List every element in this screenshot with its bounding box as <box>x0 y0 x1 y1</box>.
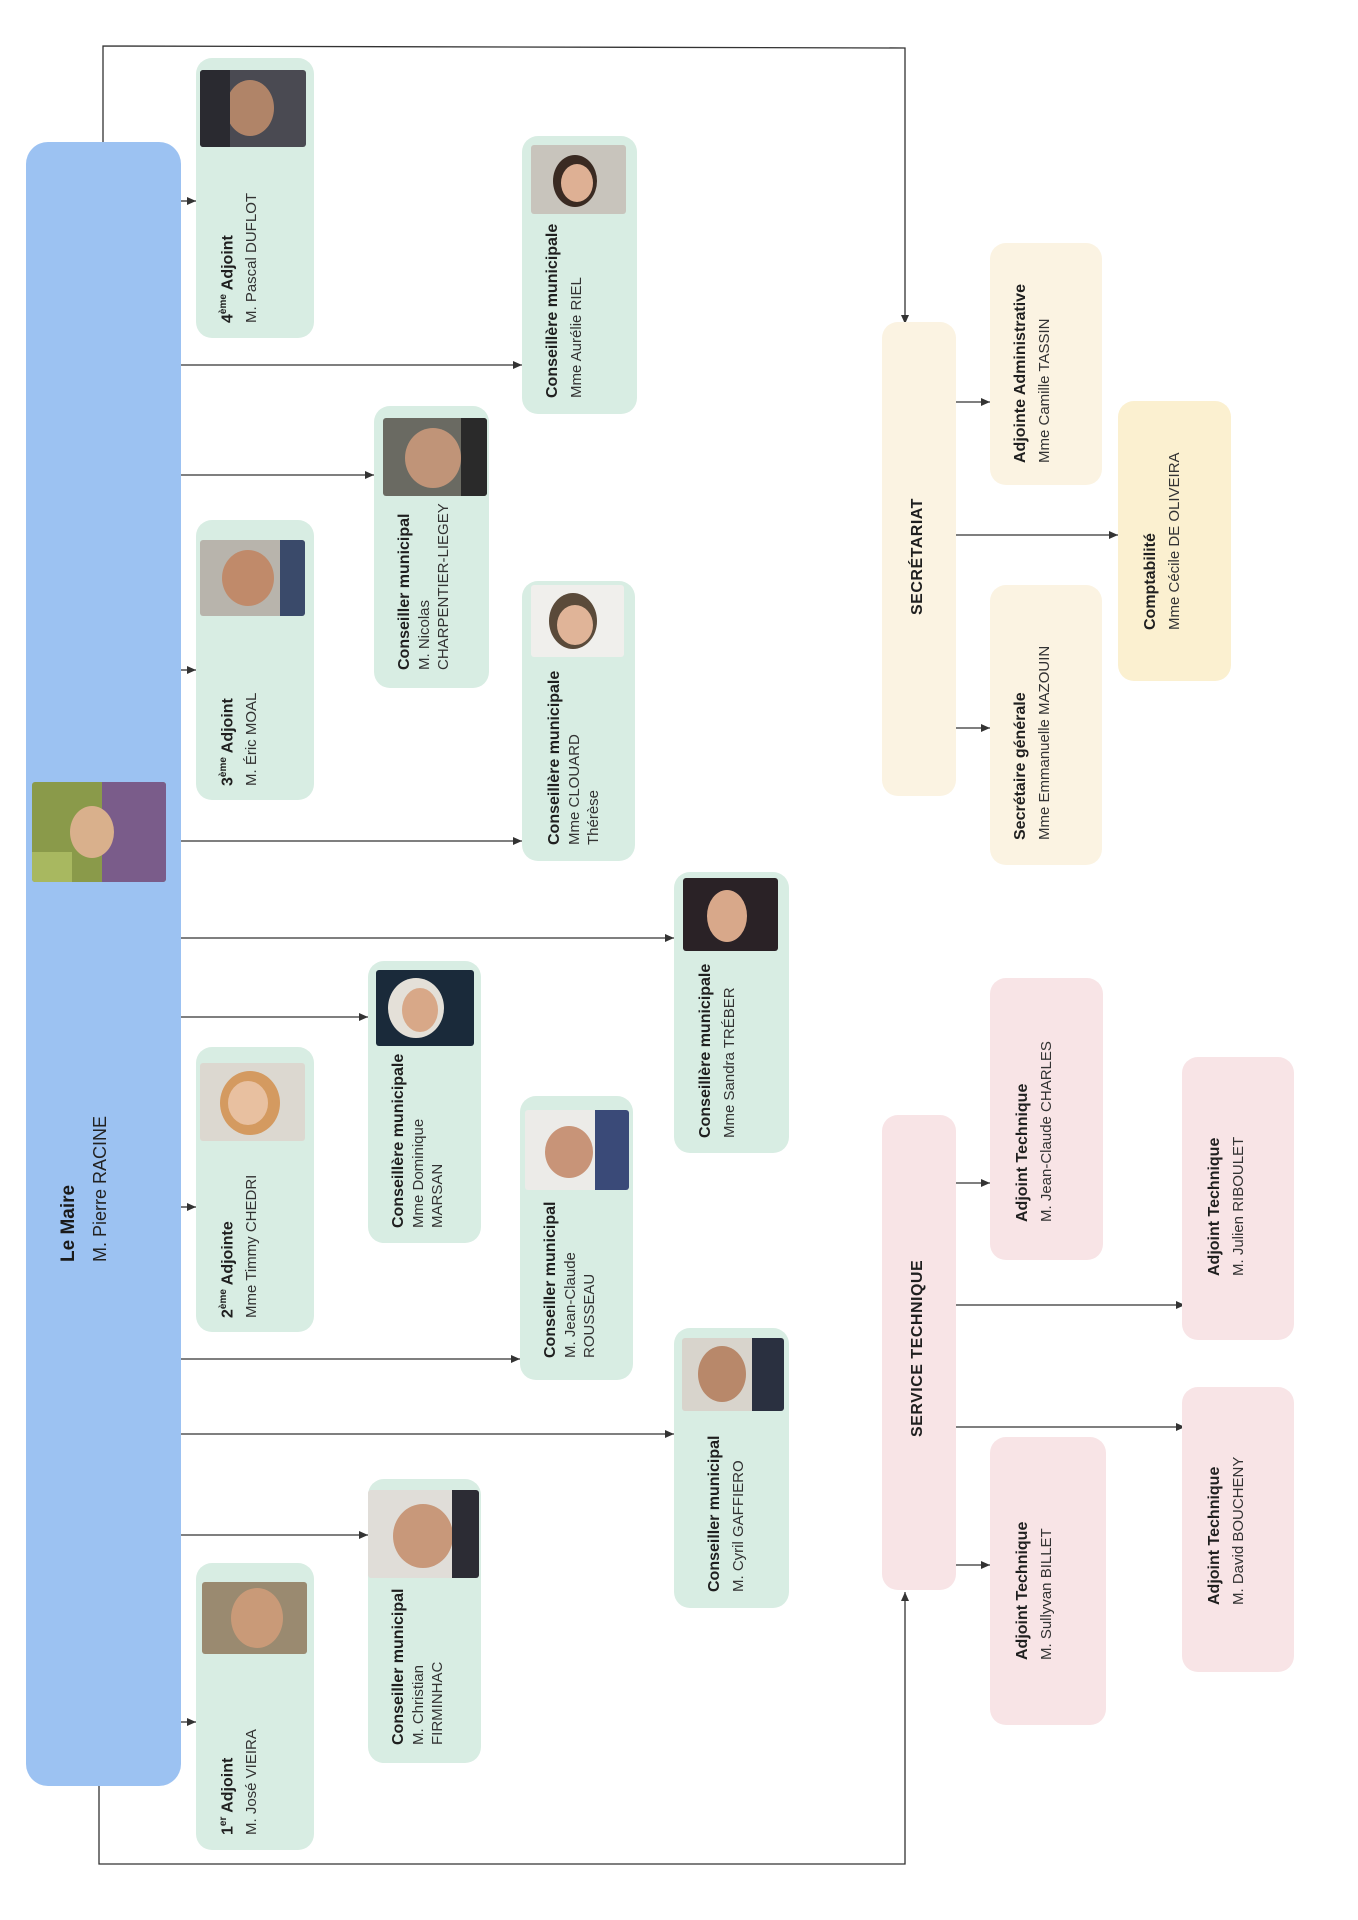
technique-boucheny-box <box>1182 1387 1294 1672</box>
adjoint-2-name: Mme Timmy CHEDRI <box>243 1174 261 1318</box>
secretariat-comptabilite-name: Mme Cécile DE OLIVEIRA <box>1166 452 1183 630</box>
secretariat-secretaire-role: Secrétaire générale <box>1012 692 1029 840</box>
technique-billet-label: Adjoint Technique M. Sullyvan BILLET <box>1014 1522 1055 1660</box>
councillor-rousseau-name-2: ROUSSEAU <box>581 1273 598 1358</box>
councillor-marsan-title: Conseillère municipale <box>390 1053 407 1228</box>
technique-charles-label: Adjoint Technique M. Jean-Claude CHARLES <box>1014 1041 1055 1222</box>
adjoint-4-photo <box>200 70 306 147</box>
secretariat-comptabilite-role: Comptabilité <box>1142 533 1159 630</box>
technique-riboulet-label: Adjoint Technique M. Julien RIBOULET <box>1206 1137 1247 1276</box>
councillor-rousseau-title: Conseiller municipal <box>542 1201 559 1358</box>
technique-riboulet-name: M. Julien RIBOULET <box>1230 1136 1247 1276</box>
adjoint-1-label: 1er Adjoint M. José VIEIRA <box>218 1729 260 1835</box>
councillor-firminhac-label: Conseiller municipal M. Christian FIRMIN… <box>390 1589 446 1745</box>
mayor-title: Le Maire <box>58 1184 79 1262</box>
mayor-box <box>26 142 181 1786</box>
secretariat-adjointe-role: Adjointe Administrative <box>1012 284 1029 463</box>
councillor-clouard-photo <box>531 585 624 657</box>
technique-billet-role: Adjoint Technique <box>1014 1521 1031 1660</box>
councillor-charpentier-label: Conseiller municipal M. Nicolas CHARPENT… <box>396 503 452 670</box>
councillor-riel-label: Conseillère municipale Mme Aurélie RIEL <box>544 224 585 398</box>
adjoint-3-name: M. Éric MOAL <box>243 692 261 786</box>
service-technique-box <box>882 1115 956 1590</box>
adjoint-1-photo <box>202 1582 307 1654</box>
councillor-clouard-name-2: Thérèse <box>585 789 602 845</box>
adjoint-4-label: 4ème Adjoint M. Pascal DUFLOT <box>218 193 260 323</box>
technique-boucheny-role: Adjoint Technique <box>1206 1466 1223 1605</box>
councillor-rousseau-name-1: M. Jean-Claude <box>562 1252 579 1358</box>
secretariat-secretaire-name: Mme Emmanuelle MAZOUIN <box>1036 645 1053 840</box>
councillor-clouard-label: Conseillère municipale Mme CLOUARD Thérè… <box>546 671 602 845</box>
technique-billet-name: M. Sullyvan BILLET <box>1038 1528 1055 1660</box>
councillor-riel-photo <box>531 145 626 214</box>
councillor-charpentier-title: Conseiller municipal <box>396 513 413 670</box>
councillor-firminhac-name-1: M. Christian <box>410 1664 427 1745</box>
councillor-treber-label: Conseillère municipale Mme Sandra TRÉBER <box>697 964 738 1138</box>
service-technique-title: SERVICE TECHNIQUE <box>909 1259 926 1437</box>
councillor-treber-photo <box>683 878 778 951</box>
secretariat-title: SECRÉTARIAT <box>909 498 926 615</box>
councillor-treber-title: Conseillère municipale <box>697 963 714 1138</box>
secretariat-adjointe-box <box>990 243 1102 485</box>
councillor-marsan-photo <box>376 970 474 1046</box>
adjoint-1-name: M. José VIEIRA <box>243 1729 261 1835</box>
secretariat-comptabilite-box <box>1118 401 1231 681</box>
adjoint-2-title: 2ème Adjointe <box>218 1221 237 1318</box>
councillor-gaffiero-photo <box>682 1338 784 1411</box>
secretariat-secretaire-box <box>990 585 1102 865</box>
technique-charles-role: Adjoint Technique <box>1014 1083 1031 1222</box>
councillor-firminhac-photo <box>368 1490 479 1578</box>
adjoint-2-label: 2ème Adjointe Mme Timmy CHEDRI <box>218 1175 260 1318</box>
adjoint-3-title: 3ème Adjoint <box>218 698 237 786</box>
councillor-gaffiero-title: Conseiller municipal <box>706 1435 723 1592</box>
secretariat-comptabilite-label: Comptabilité Mme Cécile DE OLIVEIRA <box>1142 452 1183 630</box>
councillor-firminhac-name-2: FIRMINHAC <box>429 1661 446 1745</box>
adjoint-4-title: 4ème Adjoint <box>218 235 237 323</box>
councillor-marsan-name-1: Mme Dominique <box>410 1118 427 1228</box>
councillor-treber-name: Mme Sandra TRÉBER <box>721 987 738 1138</box>
technique-riboulet-role: Adjoint Technique <box>1206 1137 1223 1276</box>
technique-boucheny-name: M. David BOUCHENY <box>1230 1456 1247 1605</box>
councillor-charpentier-photo <box>383 418 487 496</box>
councillor-rousseau-label: Conseiller municipal M. Jean-Claude ROUS… <box>542 1202 598 1358</box>
technique-boucheny-label: Adjoint Technique M. David BOUCHENY <box>1206 1457 1247 1605</box>
councillor-charpentier-name-2: CHARPENTIER-LIEGEY <box>435 503 452 670</box>
adjoint-3-photo <box>200 540 305 616</box>
adjoint-3-label: 3ème Adjoint M. Éric MOAL <box>218 693 260 786</box>
councillor-riel-name: Mme Aurélie RIEL <box>568 277 585 398</box>
adjoint-4-name: M. Pascal DUFLOT <box>243 192 261 323</box>
councillor-clouard-title: Conseillère municipale <box>546 670 563 845</box>
technique-riboulet-box <box>1182 1057 1294 1340</box>
technique-charles-name: M. Jean-Claude CHARLES <box>1038 1041 1055 1222</box>
councillor-charpentier-name-1: M. Nicolas <box>416 599 433 670</box>
technique-billet-box <box>990 1437 1106 1725</box>
secretariat-adjointe-name: Mme Camille TASSIN <box>1036 318 1053 463</box>
councillor-firminhac-title: Conseiller municipal <box>390 1588 407 1745</box>
technique-charles-box <box>990 978 1103 1260</box>
councillor-gaffiero-name: M. Cyril GAFFIERO <box>730 1460 747 1592</box>
councillor-rousseau-photo <box>525 1110 629 1190</box>
secretariat-secretaire-label: Secrétaire générale Mme Emmanuelle MAZOU… <box>1012 646 1053 840</box>
mayor-photo <box>32 782 166 882</box>
councillor-gaffiero-label: Conseiller municipal M. Cyril GAFFIERO <box>706 1436 747 1592</box>
mayor-name: M. Pierre RACINE <box>90 1115 110 1262</box>
councillor-marsan-label: Conseillère municipale Mme Dominique MAR… <box>390 1054 446 1228</box>
councillor-marsan-name-2: MARSAN <box>429 1163 446 1228</box>
secretariat-adjointe-label: Adjointe Administrative Mme Camille TASS… <box>1012 284 1053 463</box>
secretariat-box <box>882 322 956 796</box>
mayor-label: Le Maire M. Pierre RACINE <box>58 1116 111 1262</box>
adjoint-2-photo <box>200 1063 305 1141</box>
adjoint-1-title: 1er Adjoint <box>218 1757 237 1835</box>
councillor-riel-title: Conseillère municipale <box>544 223 561 398</box>
councillor-clouard-name-1: Mme CLOUARD <box>566 734 583 845</box>
